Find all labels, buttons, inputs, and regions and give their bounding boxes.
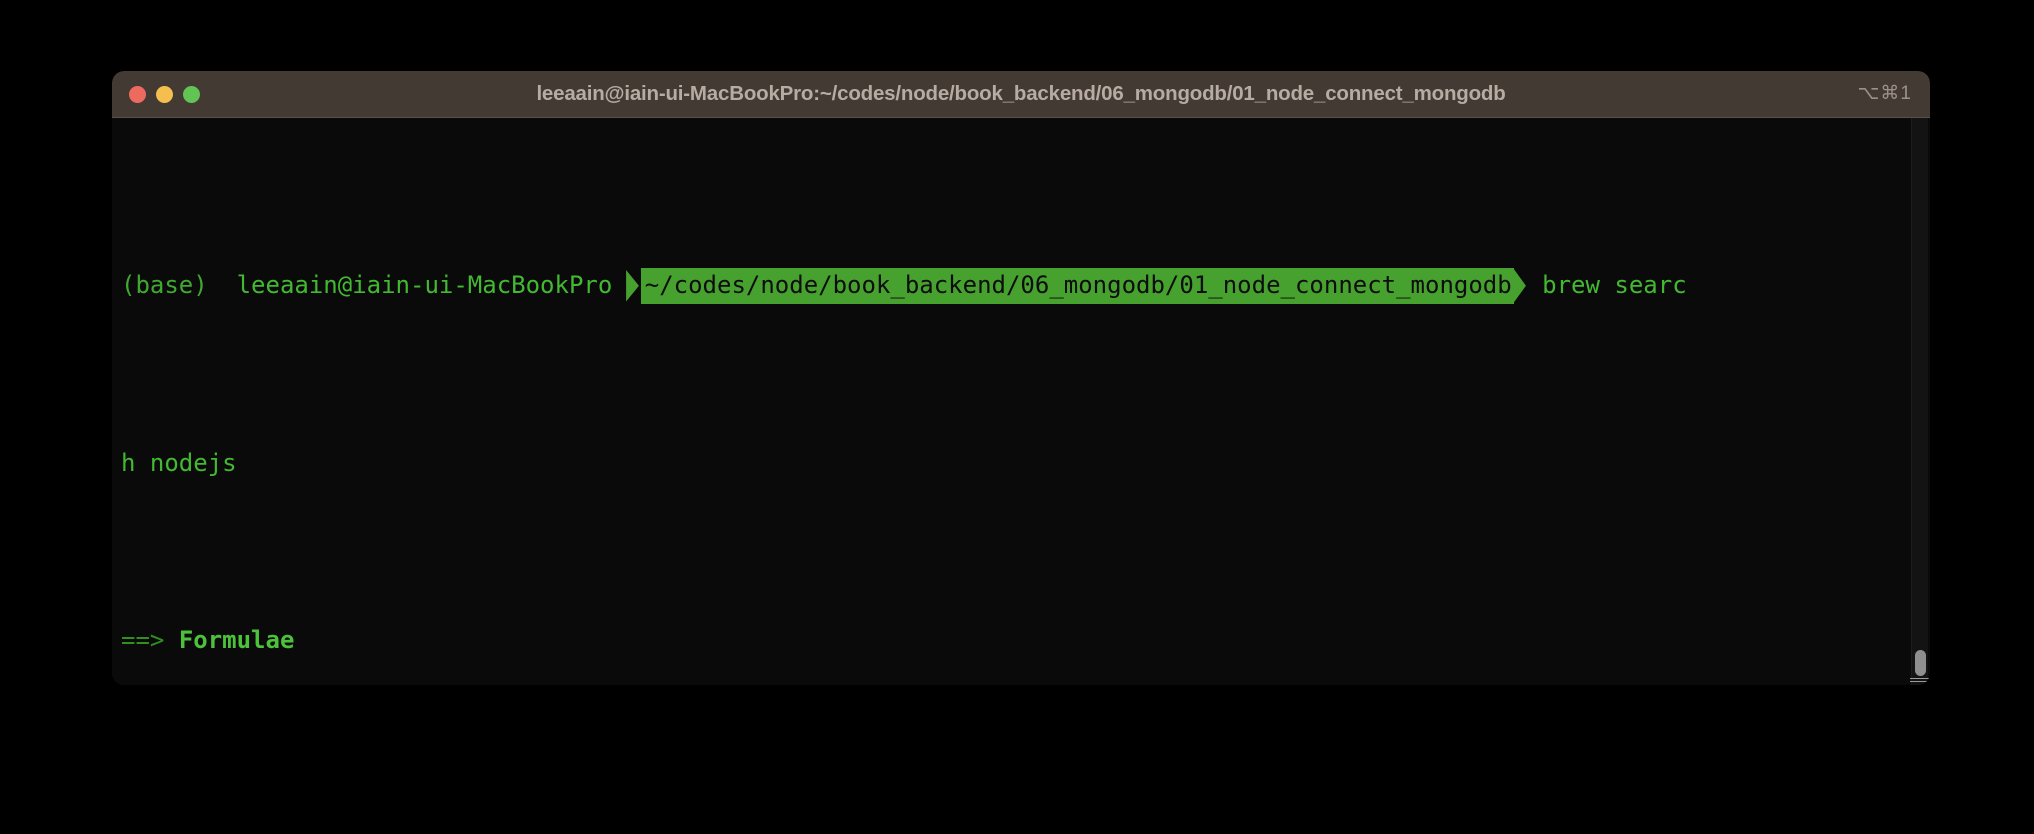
maximize-button[interactable] — [183, 85, 200, 103]
space-2 — [612, 271, 626, 299]
command-text-wrap: h nodejs — [121, 448, 237, 477]
powerline-arrow-left-icon — [625, 269, 639, 302]
scrollbar-thumb[interactable] — [1915, 650, 1926, 676]
powerline-arrow-right-icon — [1512, 268, 1526, 304]
space-3 — [1528, 271, 1542, 299]
prompt-user-host: leeaain@iain-ui-MacBookPro — [236, 271, 613, 299]
scrollbar-track[interactable] — [1911, 118, 1928, 685]
formulae-marker: ==> — [121, 626, 165, 654]
window-title: leeaain@iain-ui-MacBookPro:~/codes/node/… — [536, 82, 1506, 105]
minimize-button[interactable] — [156, 85, 173, 103]
space-4 — [164, 626, 178, 654]
window-shortcut-indicator: ⌥⌘1 — [1857, 83, 1912, 104]
close-button[interactable] — [129, 85, 146, 103]
command-line-wrap: h nodejs — [121, 446, 1930, 482]
prompt-env: (base) — [121, 271, 208, 299]
resize-grip[interactable] — [1910, 678, 1929, 684]
traffic-light-group — [129, 71, 200, 117]
terminal-body[interactable]: (base) leeaain@iain-ui-MacBookPro ~/code… — [112, 118, 1930, 685]
prompt-path: ~/codes/node/book_backend/06_mongodb/01_… — [640, 268, 1514, 304]
title-bar[interactable]: leeaain@iain-ui-MacBookPro:~/codes/node/… — [112, 71, 1930, 118]
formulae-header: ==> Formulae — [121, 623, 1930, 659]
space-1 — [208, 271, 237, 299]
command-text-head: brew searc — [1542, 271, 1687, 299]
terminal-window[interactable]: leeaain@iain-ui-MacBookPro:~/codes/node/… — [112, 71, 1930, 685]
prompt-line-1: (base) leeaain@iain-ui-MacBookPro ~/code… — [121, 268, 1930, 304]
formulae-label: Formulae — [178, 626, 295, 654]
terminal-screen[interactable]: (base) leeaain@iain-ui-MacBookPro ~/code… — [112, 126, 1930, 685]
